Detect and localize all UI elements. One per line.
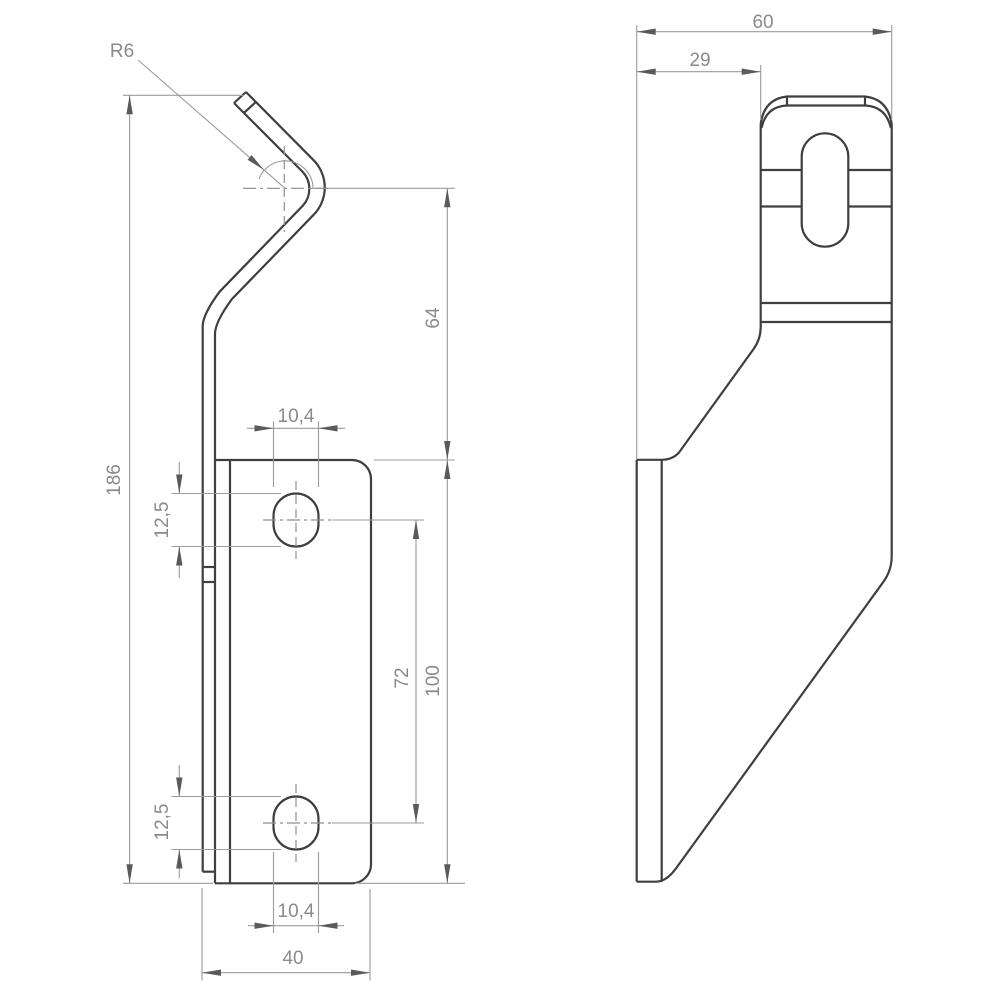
plate-outline [215,458,373,885]
dim-label-72: 72 [392,667,413,688]
hole-bottom [272,795,320,851]
arrowhead [318,922,338,929]
arrowhead [254,922,274,929]
arrowhead [176,777,183,797]
arrowhead [176,849,183,869]
front-top-band-inner [760,104,892,129]
arrowhead [741,68,761,75]
dim-label-60: 60 [752,12,773,33]
hook-tip-tick [243,101,257,114]
arrowhead [872,28,892,35]
arrowhead [176,546,183,566]
front-left-edge [636,124,762,461]
arrowhead [247,155,264,170]
arrowhead [351,969,370,976]
arrowhead [126,95,133,115]
front-right-edge [636,124,893,883]
arrowhead [444,188,451,208]
arrowhead [412,804,420,823]
dim-label-100: 100 [423,665,444,697]
arrowhead [176,474,183,494]
dim-label-125-bottom: 12,5 [152,804,173,841]
arrowhead [126,864,133,884]
radius-arc-r6 [258,160,314,189]
arrowhead [202,969,221,976]
hook-outer-edge [213,91,326,884]
arrowhead [254,425,274,432]
arrowhead [444,441,451,460]
arrowhead [412,520,420,539]
arrowhead [318,425,338,432]
front-slot [800,132,850,248]
arrowhead [636,28,656,35]
hook-tip-cap [233,91,247,104]
dim-label-186: 186 [104,464,125,496]
hole-top [272,492,320,548]
dim-label-104-top: 10,4 [278,406,315,427]
arrowhead [444,460,451,479]
arrowhead [444,864,451,884]
dim-label-r6: R6 [110,41,134,62]
dim-label-125-top: 12,5 [152,502,173,539]
dim-label-64: 64 [423,307,444,329]
dim-label-40: 40 [282,948,303,969]
dim-label-29: 29 [689,50,710,71]
front-top-band-outer [759,95,893,125]
dim-label-104-bottom: 10,4 [278,901,315,922]
arrowhead [636,68,656,75]
hook-inner-edge [201,102,311,872]
